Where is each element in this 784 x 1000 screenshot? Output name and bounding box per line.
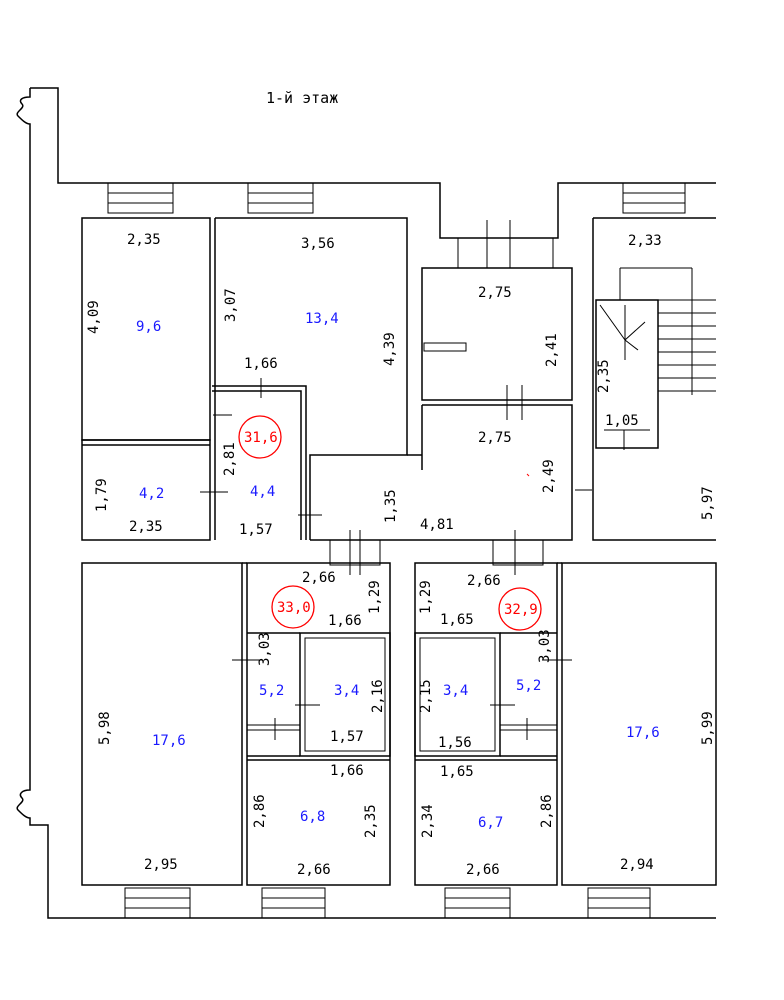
dimension-label: 2,15 [418,679,434,713]
dimension-label: 4,09 [86,300,102,334]
dimension-label: 2,16 [370,679,386,713]
dimension-label: 2,66 [466,862,500,878]
corridor-doors [329,530,544,575]
dimension-label: 4,81 [420,517,454,533]
dimension-label: 1,65 [440,764,474,780]
dimension-label: 1,79 [94,478,110,512]
dimension-label: 1,66 [330,763,364,779]
dimension-label: 2,66 [467,573,501,589]
dimension-label: 2,35 [363,804,379,838]
dimension-label: 2,75 [478,285,512,301]
stairwell [592,217,716,541]
lower-left-apartment [81,562,391,886]
dimension-label: 2,33 [628,233,662,249]
dimension-label: 1,65 [440,612,474,628]
top-windows [107,182,686,269]
dimension-label: 2,35 [129,519,163,535]
apartment-marker-circle [271,585,315,629]
dimension-label: 4,39 [382,332,398,366]
room-area: 6,8 [300,809,325,825]
dimension-label: 1,56 [438,735,472,751]
dimension-label: 5,98 [97,711,113,745]
dimension-label: 1,66 [244,356,278,372]
apartment-label: 33,0 [277,600,311,616]
dimension-label: 2,66 [297,862,331,878]
dimension-label: 5,99 [700,711,716,745]
dimension-label: 2,86 [252,794,268,828]
bottom-windows [124,887,651,919]
lower-right-apartment [414,562,717,886]
room-area: 13,4 [305,311,339,327]
dimension-label: 2,35 [596,359,612,393]
dimension-label: 1,05 [605,413,639,429]
dimension-label: 2,94 [620,857,654,873]
dimension-label: 1,35 [383,489,399,523]
dimension-label: 3,07 [223,288,239,322]
dimension-label: 2,41 [544,333,560,367]
dimension-label: 1,57 [239,522,273,538]
dimension-label: 1,29 [367,580,383,614]
dimension-label: 1,66 [328,613,362,629]
room-area: 3,4 [334,683,359,699]
dimension-label: 2,86 [539,794,555,828]
dimension-label: 3,56 [301,236,335,252]
dimension-label: 2,66 [302,570,336,586]
apartment-label: 31,6 [244,430,278,446]
apartment-marker-circle [238,415,282,459]
room-area: 4,4 [250,484,275,500]
room-area: 9,6 [136,319,161,335]
dimension-label: 2,35 [127,232,161,248]
dimension-label: 1,57 [330,729,364,745]
room-area: 3,4 [443,683,468,699]
room-area: 17,6 [152,733,186,749]
dimension-label: 2,34 [420,804,436,838]
apartment-label: 32,9 [504,602,538,618]
dimension-label: 3,03 [257,632,273,666]
apartment-marker-circle [498,587,542,631]
outer-left-wall [16,87,716,919]
dimension-label: 2,95 [144,857,178,873]
dimension-label: 2,75 [478,430,512,446]
upper-rooms [81,217,592,541]
room-area: 4,2 [139,486,164,502]
room-area: 17,6 [626,725,660,741]
dimension-label: 2,49 [541,459,557,493]
room-area: 5,2 [516,678,541,694]
dimension-label: 2,81 [222,442,238,476]
room-area: 6,7 [478,815,503,831]
room-area: 5,2 [259,683,284,699]
floor-title: 1-й этаж [266,89,338,107]
dimension-label: 3,03 [537,629,553,663]
dimension-label: 5,97 [700,486,716,520]
dimension-label: 1,29 [418,580,434,614]
